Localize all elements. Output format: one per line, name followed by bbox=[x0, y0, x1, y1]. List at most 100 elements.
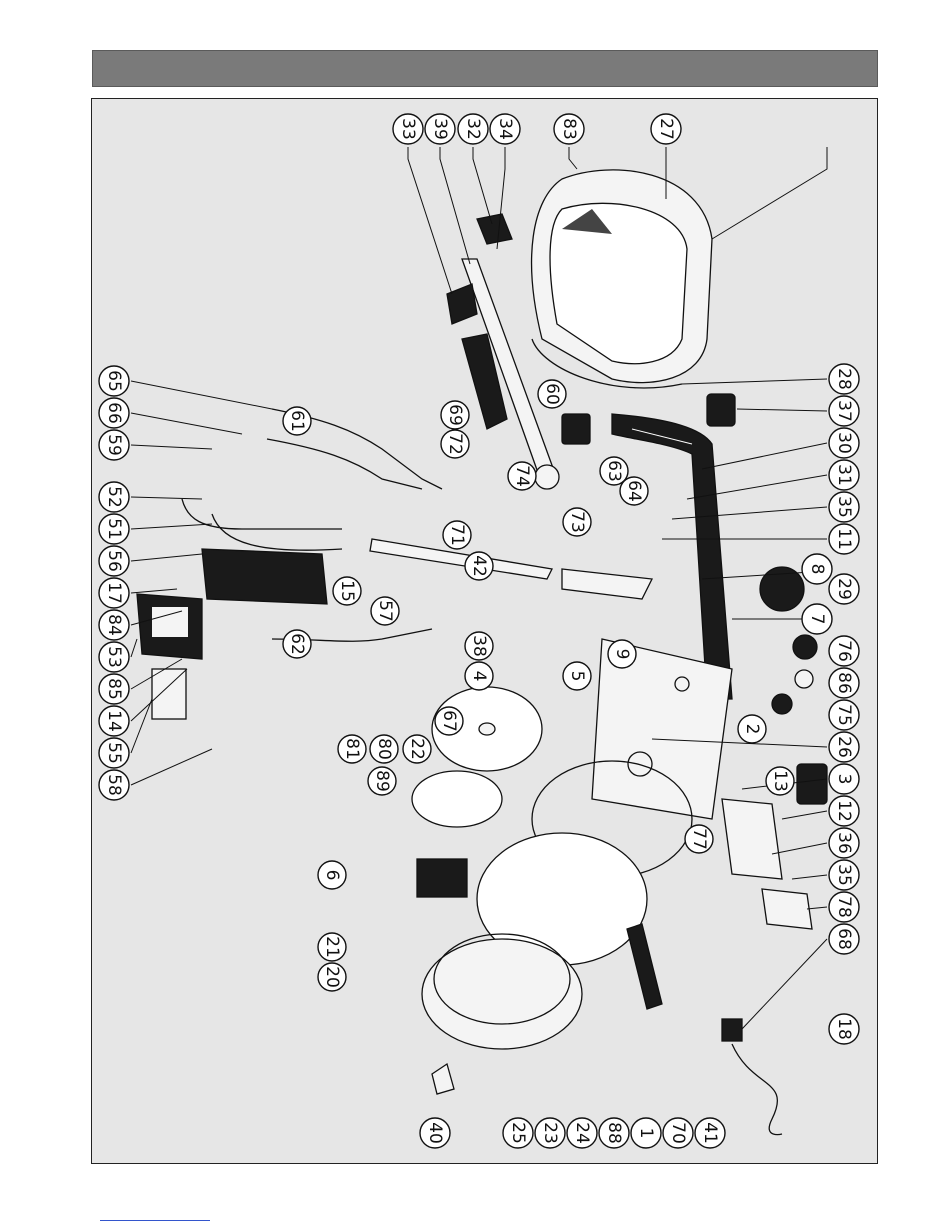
callout-13: 13 bbox=[766, 767, 794, 795]
callout-21: 21 bbox=[318, 933, 346, 961]
part-chassis-shape bbox=[592, 639, 732, 819]
svg-text:17: 17 bbox=[104, 582, 124, 604]
callout-4: 4 bbox=[465, 662, 493, 690]
svg-text:76: 76 bbox=[834, 640, 854, 662]
svg-text:59: 59 bbox=[104, 434, 124, 456]
callout-12: 12 bbox=[829, 796, 859, 826]
callout-17: 17 bbox=[99, 578, 129, 608]
callout-62: 62 bbox=[283, 630, 311, 658]
svg-text:88: 88 bbox=[604, 1122, 624, 1144]
callout-1: 1 bbox=[631, 1118, 661, 1148]
svg-text:25: 25 bbox=[508, 1122, 528, 1144]
svg-text:69: 69 bbox=[445, 404, 465, 426]
callout-34: 34 bbox=[490, 114, 520, 144]
svg-text:41: 41 bbox=[700, 1122, 720, 1144]
part-40-shape bbox=[432, 1064, 454, 1094]
callout-11: 11 bbox=[829, 524, 859, 554]
svg-text:31: 31 bbox=[834, 464, 854, 486]
svg-text:57: 57 bbox=[375, 600, 395, 622]
callout-15: 15 bbox=[333, 577, 361, 605]
svg-text:77: 77 bbox=[689, 828, 709, 850]
callout-29: 29 bbox=[829, 574, 859, 604]
callout-41: 41 bbox=[695, 1118, 725, 1148]
part-36-shape bbox=[797, 764, 827, 804]
svg-text:81: 81 bbox=[342, 738, 362, 760]
callout-77: 77 bbox=[685, 825, 713, 853]
svg-text:37: 37 bbox=[834, 400, 854, 422]
svg-text:2: 2 bbox=[742, 724, 762, 735]
part-hose-51 bbox=[212, 514, 342, 550]
callout-76: 76 bbox=[829, 636, 859, 666]
callout-72: 72 bbox=[441, 430, 469, 458]
svg-text:62: 62 bbox=[287, 633, 307, 655]
callout-8: 8 bbox=[802, 554, 832, 584]
callout-3: 3 bbox=[829, 764, 859, 794]
callout-75: 75 bbox=[829, 700, 859, 730]
svg-text:36: 36 bbox=[834, 832, 854, 854]
svg-text:1: 1 bbox=[636, 1128, 656, 1139]
part-33-shape bbox=[447, 284, 477, 324]
svg-text:51: 51 bbox=[104, 518, 124, 540]
callout-61: 61 bbox=[283, 407, 311, 435]
svg-text:89: 89 bbox=[372, 770, 392, 792]
svg-text:66: 66 bbox=[104, 402, 124, 424]
callout-23: 23 bbox=[535, 1118, 565, 1148]
svg-text:80: 80 bbox=[374, 738, 394, 760]
callout-32: 32 bbox=[458, 114, 488, 144]
callout-28: 28 bbox=[829, 364, 859, 394]
callout-88: 88 bbox=[599, 1118, 629, 1148]
callout-31: 31 bbox=[829, 460, 859, 490]
svg-text:26: 26 bbox=[834, 736, 854, 758]
callout-26: 26 bbox=[829, 732, 859, 762]
svg-text:6: 6 bbox=[322, 870, 342, 881]
svg-text:56: 56 bbox=[104, 550, 124, 572]
callout-27: 27 bbox=[651, 114, 681, 144]
callout-2: 2 bbox=[738, 715, 766, 743]
callout-73: 73 bbox=[563, 508, 591, 536]
callout-52: 52 bbox=[99, 482, 129, 512]
svg-text:34: 34 bbox=[495, 118, 515, 140]
svg-text:53: 53 bbox=[104, 646, 124, 668]
svg-text:74: 74 bbox=[512, 465, 532, 487]
svg-text:29: 29 bbox=[834, 578, 854, 600]
svg-text:9: 9 bbox=[612, 649, 632, 660]
callout-66: 66 bbox=[99, 398, 129, 428]
callout-57: 57 bbox=[371, 597, 399, 625]
callout-14: 14 bbox=[99, 706, 129, 736]
svg-text:15: 15 bbox=[337, 580, 357, 602]
callout-37: 37 bbox=[829, 396, 859, 426]
svg-text:60: 60 bbox=[542, 383, 562, 405]
callout-85: 85 bbox=[99, 674, 129, 704]
callout-5: 5 bbox=[563, 662, 591, 690]
callout-40: 40 bbox=[420, 1118, 450, 1148]
svg-text:18: 18 bbox=[834, 1018, 854, 1040]
svg-text:12: 12 bbox=[834, 800, 854, 822]
svg-text:22: 22 bbox=[407, 738, 427, 760]
svg-text:24: 24 bbox=[572, 1122, 592, 1144]
part-60-shape bbox=[562, 414, 590, 444]
callout-9: 9 bbox=[608, 640, 636, 668]
callout-59: 59 bbox=[99, 430, 129, 460]
svg-text:13: 13 bbox=[770, 770, 790, 792]
callout-35-lower: 35 bbox=[829, 860, 859, 890]
svg-text:27: 27 bbox=[656, 118, 676, 140]
callout-60: 60 bbox=[538, 380, 566, 408]
svg-text:33: 33 bbox=[398, 118, 418, 140]
callout-58: 58 bbox=[99, 770, 129, 800]
callout-33: 33 bbox=[393, 114, 423, 144]
svg-text:86: 86 bbox=[834, 672, 854, 694]
svg-text:85: 85 bbox=[104, 678, 124, 700]
svg-text:32: 32 bbox=[463, 118, 483, 140]
callout-74: 74 bbox=[508, 462, 536, 490]
part-37-shape bbox=[707, 394, 735, 426]
svg-text:5: 5 bbox=[567, 671, 587, 682]
svg-text:75: 75 bbox=[834, 704, 854, 726]
svg-text:64: 64 bbox=[624, 480, 644, 502]
callout-36: 36 bbox=[829, 828, 859, 858]
callout-65: 65 bbox=[99, 366, 129, 396]
callout-18: 18 bbox=[829, 1014, 859, 1044]
callout-22: 22 bbox=[403, 735, 431, 763]
callout-39: 39 bbox=[425, 114, 455, 144]
part-hose-61 bbox=[267, 439, 422, 489]
svg-text:71: 71 bbox=[447, 524, 467, 546]
